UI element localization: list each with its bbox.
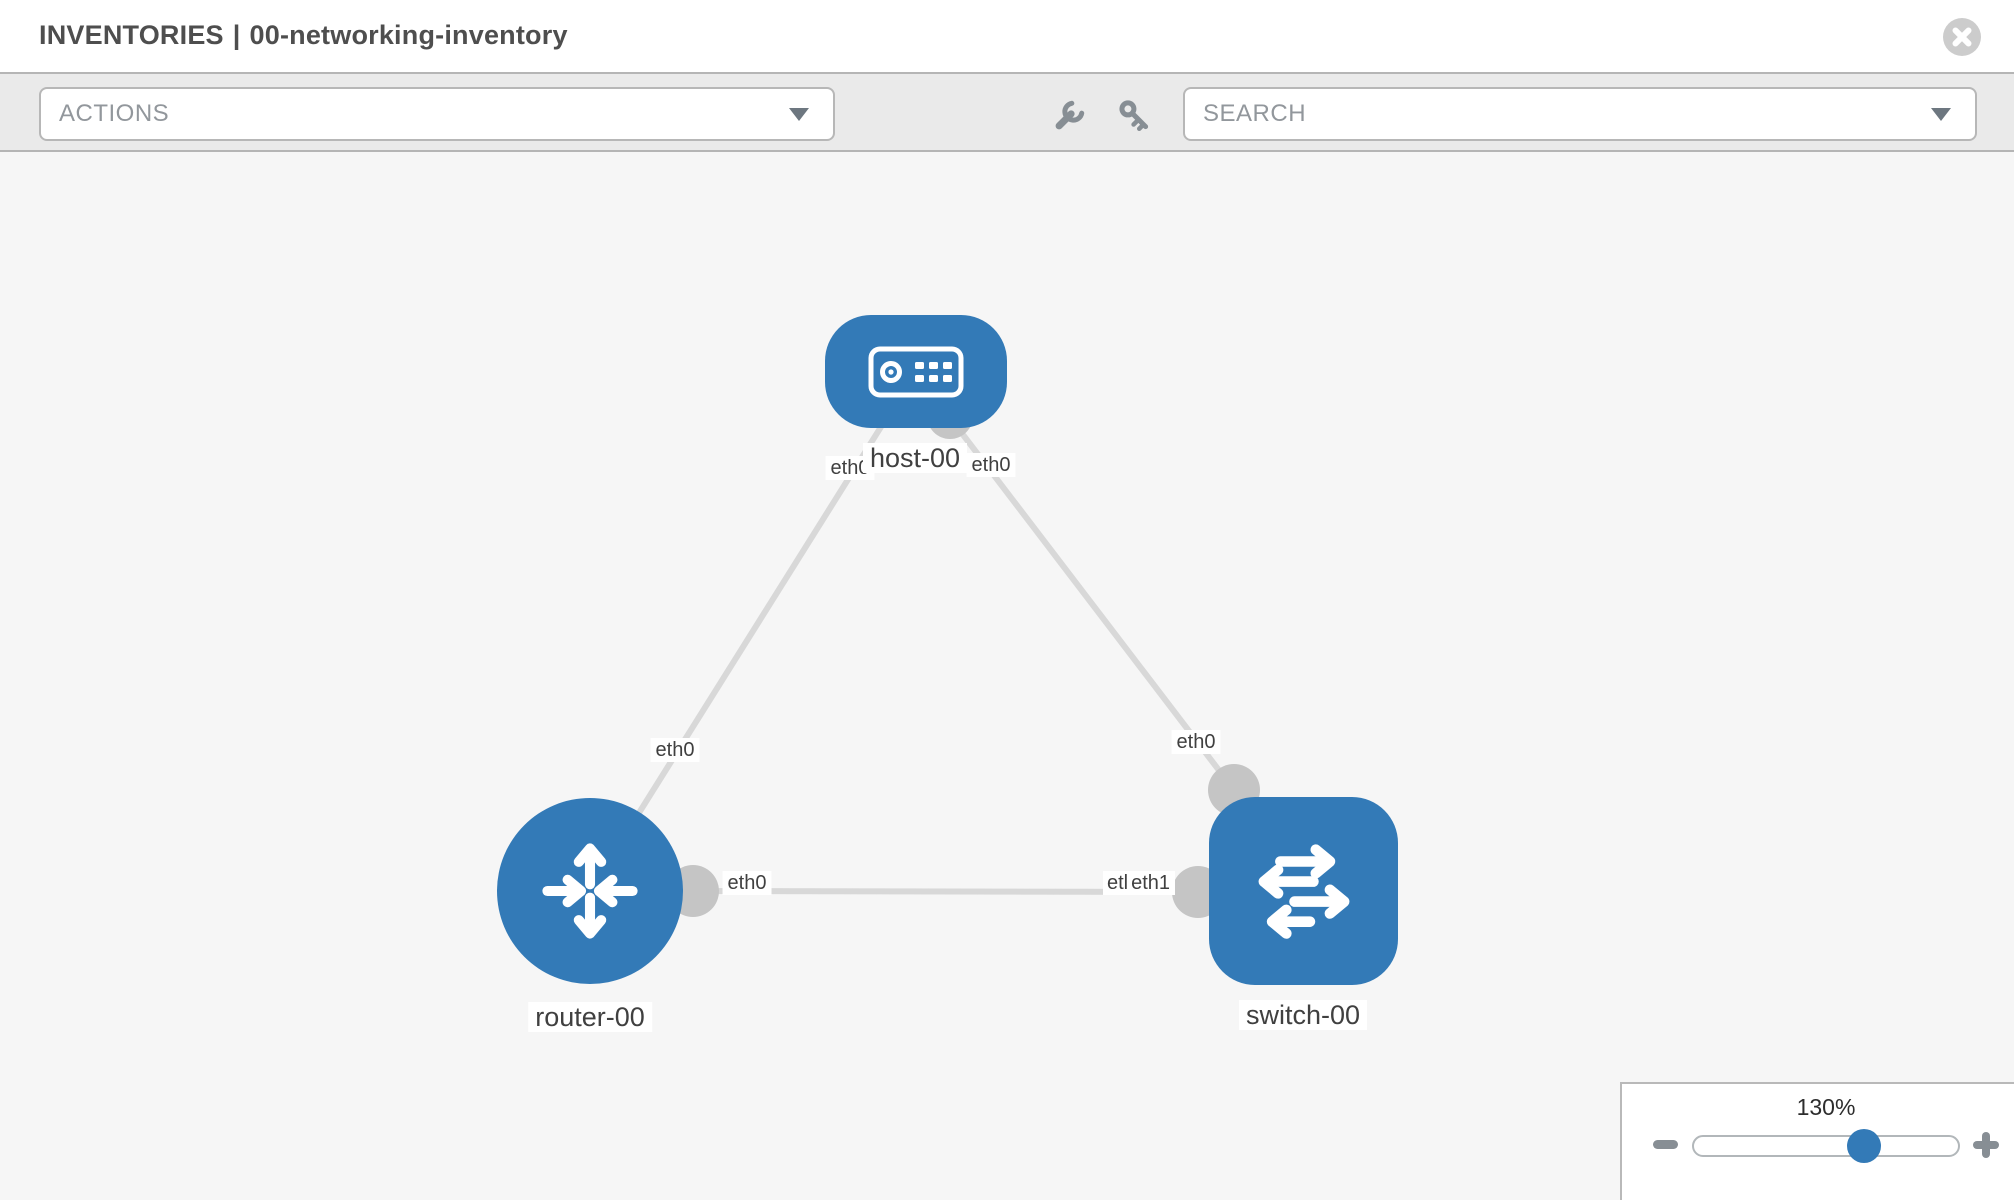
node-switch-00[interactable] xyxy=(1209,797,1398,985)
server-icon xyxy=(868,346,964,397)
chevron-down-icon xyxy=(1931,108,1951,121)
interface-label: eth0 xyxy=(650,738,700,762)
topology-canvas[interactable]: eth0 eth0 eth0 eth0 eth0 etl eth1 xyxy=(0,152,2014,1200)
node-router-00[interactable] xyxy=(497,798,683,984)
breadcrumb-inventory-name: 00-networking-inventory xyxy=(249,20,568,50)
breadcrumb-separator: | xyxy=(232,20,241,50)
switch-arrows-icon xyxy=(1258,844,1349,939)
zoom-in-button plus-icon[interactable] xyxy=(1973,1132,1999,1158)
chevron-down-icon xyxy=(789,108,809,121)
interface-label: eth0 xyxy=(722,871,772,895)
toolbar: ACTIONS xyxy=(0,72,2014,152)
search-input[interactable] xyxy=(1185,91,1975,137)
key-icon[interactable] xyxy=(1115,96,1155,136)
breadcrumb: INVENTORIES | 00-networking-inventory xyxy=(39,20,568,51)
page-header: INVENTORIES | 00-networking-inventory xyxy=(0,0,2014,72)
zoom-slider-thumb[interactable] xyxy=(1847,1129,1881,1163)
search-box[interactable] xyxy=(1183,87,1977,141)
node-label-host: host-00 xyxy=(862,443,968,473)
zoom-percentage: 130% xyxy=(1796,1094,1856,1120)
zoom-control-panel: 130% xyxy=(1620,1082,2014,1200)
interface-label: eth1 xyxy=(1130,871,1176,895)
topology-links xyxy=(587,369,1260,918)
actions-dropdown-label: ACTIONS xyxy=(59,100,170,127)
interface-label-overlap: etl eth1 xyxy=(1103,871,1176,895)
interface-label: eth0 xyxy=(1171,730,1221,754)
zoom-slider-track[interactable] xyxy=(1692,1135,1960,1157)
node-host-00[interactable] xyxy=(825,315,1007,428)
interface-label-clipped: etl xyxy=(1103,871,1131,895)
interface-label: eth0 xyxy=(966,453,1016,477)
router-arrows-icon xyxy=(542,843,638,939)
breadcrumb-section: INVENTORIES xyxy=(39,20,224,50)
node-label-router: router-00 xyxy=(528,1002,652,1032)
actions-dropdown[interactable]: ACTIONS xyxy=(39,87,835,141)
zoom-out-button minus-icon[interactable] xyxy=(1653,1140,1678,1149)
node-label-switch: switch-00 xyxy=(1238,1000,1368,1030)
close-icon xyxy=(1943,18,1981,56)
close-button[interactable] xyxy=(1943,18,1981,56)
wrench-icon[interactable] xyxy=(1049,96,1089,136)
